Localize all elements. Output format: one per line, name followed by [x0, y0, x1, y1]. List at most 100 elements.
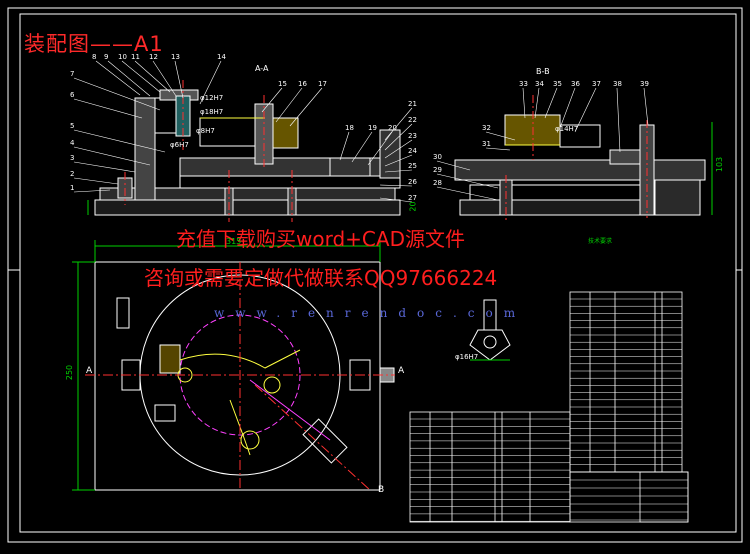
drawing-frame — [7, 7, 743, 543]
section-label-aa: A-A — [255, 64, 269, 73]
leader-line — [339, 131, 350, 161]
part-number: 38 — [613, 80, 622, 88]
leader-line — [152, 60, 177, 97]
part-number: 33 — [519, 80, 528, 88]
leader-line — [121, 60, 161, 93]
watermark-site: www.renrendoc.com — [214, 306, 527, 320]
part-number: 36 — [571, 80, 580, 88]
part-number: 25 — [408, 162, 417, 170]
part-number: 17 — [318, 80, 327, 88]
leader-line — [134, 60, 171, 93]
section-label-bb: B-B — [536, 67, 550, 76]
part-number: 14 — [217, 53, 226, 61]
leader-line — [643, 87, 649, 126]
part-number: 26 — [408, 178, 417, 186]
leader-line — [73, 146, 151, 166]
plan-view-centerlines — [85, 262, 395, 491]
part-number: 18 — [345, 124, 354, 132]
part-number: 7 — [70, 70, 75, 78]
watermark-line-2: 咨询或需要定做代做联系QQ97666224 — [144, 266, 498, 290]
leader-line — [436, 173, 499, 189]
dim-250: 250 — [65, 364, 75, 381]
part-number: 32 — [482, 124, 491, 132]
leader-line — [559, 87, 576, 129]
part-number: 10 — [118, 53, 127, 61]
part-leaders — [73, 60, 649, 203]
plan-view — [94, 261, 395, 491]
leader-line — [522, 87, 526, 119]
leader-line — [73, 177, 119, 185]
part-number: 6 — [70, 91, 75, 99]
section-aa-view — [94, 89, 401, 216]
leader-line — [544, 87, 558, 119]
leader-line — [485, 131, 516, 141]
leader-line — [289, 87, 323, 127]
part-number: 13 — [171, 53, 180, 61]
fit-12: φ12H7 — [200, 94, 224, 102]
part-number: 12 — [149, 53, 158, 61]
plan-view-dimensions — [72, 122, 713, 491]
part-number: 3 — [70, 154, 75, 162]
leader-line — [384, 123, 413, 151]
fit-6: φ6H7 — [170, 141, 189, 149]
part-number: 4 — [70, 139, 75, 147]
leader-line — [275, 87, 303, 123]
fit-18: φ18H7 — [200, 108, 224, 116]
leader-line — [384, 154, 413, 167]
part-number: 34 — [535, 80, 544, 88]
section-aa-centerlines — [124, 80, 293, 222]
dim-315: 315 — [226, 237, 242, 246]
part-number: 27 — [408, 194, 417, 202]
part-number: 2 — [70, 170, 75, 178]
part-number: 9 — [104, 53, 109, 61]
section-label-b-bottom: B — [378, 485, 385, 495]
technical-notes-title: 技术要求 — [588, 238, 613, 245]
part-number: 21 — [408, 100, 417, 108]
leader-line — [73, 189, 111, 193]
part-number: 8 — [92, 53, 97, 61]
leader-line — [73, 98, 143, 119]
leader-line — [199, 60, 222, 105]
part-number: 5 — [70, 122, 75, 130]
part-number: 1 — [70, 184, 75, 192]
section-label-a-right: A — [398, 366, 405, 376]
watermark-line-1: 充值下载购买word+CAD源文件 — [176, 227, 465, 251]
leader-line — [436, 160, 471, 171]
part-number: 29 — [433, 166, 442, 174]
leader-line — [384, 169, 413, 173]
fit-8: φ8H7 — [196, 127, 215, 135]
part-number: 35 — [553, 80, 562, 88]
leader-line — [73, 161, 136, 173]
dim-103: 103 — [715, 156, 725, 173]
section-bb-view — [454, 114, 706, 216]
part-number: 31 — [482, 140, 491, 148]
leader-line — [384, 139, 413, 159]
leader-line — [485, 147, 511, 151]
parts-table-rows — [410, 298, 688, 522]
leader-line — [73, 129, 166, 153]
part-number: 39 — [640, 80, 649, 88]
leader-line — [616, 87, 621, 153]
leader-line — [351, 131, 373, 163]
leader-line — [95, 60, 141, 96]
leader-line — [436, 186, 499, 201]
part-number: 22 — [408, 116, 417, 124]
leader-line — [384, 107, 413, 141]
part-number: 24 — [408, 147, 417, 155]
leader-line — [379, 197, 413, 203]
leader-line — [73, 77, 161, 111]
part-number: 30 — [433, 153, 442, 161]
part-number: 23 — [408, 132, 417, 140]
detail-view — [469, 299, 511, 361]
fit-14: φ14H7 — [555, 125, 579, 133]
leader-line — [174, 60, 184, 99]
part-number: 11 — [131, 53, 140, 61]
part-number: 28 — [433, 179, 442, 187]
section-label-a-left: A — [86, 366, 93, 376]
part-number: 20 — [388, 124, 397, 132]
leader-line — [574, 87, 597, 133]
leader-line — [261, 87, 283, 113]
leader-line — [107, 60, 151, 97]
